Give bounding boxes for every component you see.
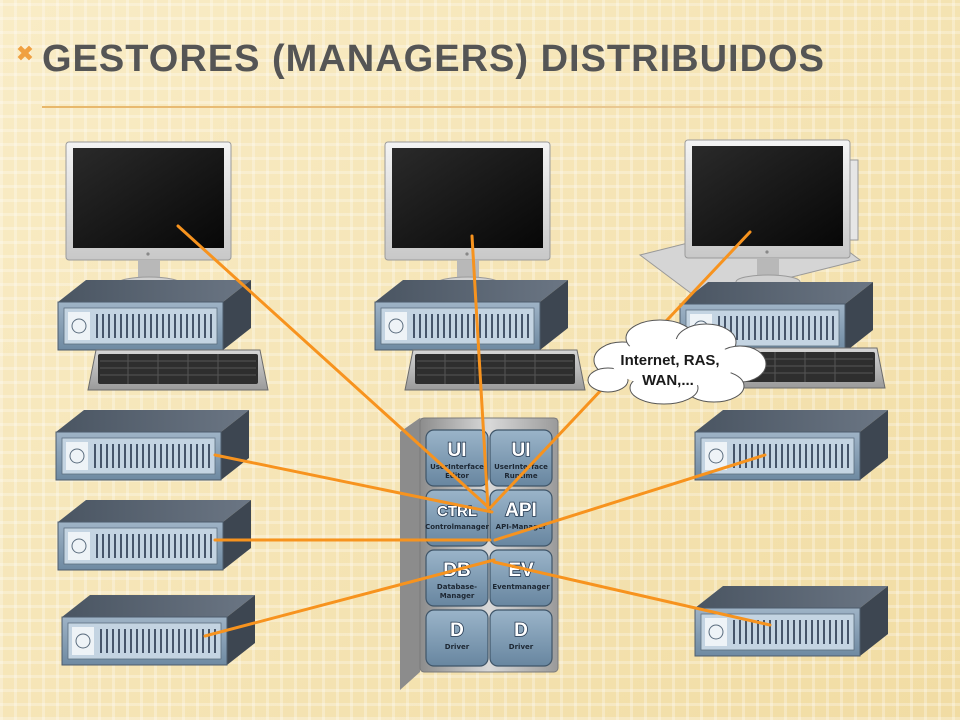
x-bullet-icon: ✖ (15, 42, 35, 67)
module-d-7: D Driver (425, 609, 489, 667)
module-d-8: D Driver (489, 609, 553, 667)
line-right-server-2 (492, 560, 772, 627)
pc-middle (374, 279, 569, 351)
module-subtitle: Database- (437, 583, 477, 591)
server-right-1 (694, 409, 889, 481)
module-abbr: UI (512, 440, 531, 461)
module-subtitle: Controlmanager (425, 523, 489, 531)
line-right-server-1 (493, 453, 767, 542)
manager-modules: UIUserInterfaceEditorUIUserInterfaceRunt… (425, 429, 553, 667)
workstation-left (57, 141, 269, 391)
line-left-monitor (176, 224, 489, 508)
keyboard-middle (404, 349, 586, 391)
workstation-right (638, 139, 886, 389)
line-middle-monitor (470, 234, 490, 510)
module-subtitle: Manager (440, 592, 475, 600)
module-subtitle: Driver (509, 643, 534, 651)
server-left-2 (57, 499, 252, 571)
line-left-server-1 (213, 453, 494, 514)
module-subtitle: API-Manager (496, 523, 547, 531)
module-abbr: API (505, 500, 537, 521)
module-subtitle: Driver (445, 643, 470, 651)
pc-left (57, 279, 252, 351)
network-cloud: Internet, RAS, WAN,... (587, 319, 767, 405)
module-subtitle: UserInterface (430, 463, 484, 471)
monitor-middle (384, 141, 551, 292)
module-subtitle: Eventmanager (492, 583, 550, 591)
keyboard-left (87, 349, 269, 391)
module-subtitle: Editor (445, 472, 469, 480)
module-api-4: API API-Manager (489, 489, 553, 547)
module-abbr: D (514, 620, 528, 641)
title-underline (42, 106, 960, 108)
server-left-1 (55, 409, 250, 481)
monitor-left (65, 141, 232, 292)
server-right-2 (694, 585, 889, 657)
module-abbr: D (450, 620, 464, 641)
slide-title: Gestores (Managers) Distribuidos (42, 38, 825, 80)
cloud-label-line1: Internet, RAS, (620, 352, 719, 369)
module-abbr: UI (448, 440, 467, 461)
module-subtitle: UserInterface (494, 463, 548, 471)
cloud-label-line2: WAN,... (642, 372, 694, 389)
line-left-server-3 (203, 558, 496, 638)
